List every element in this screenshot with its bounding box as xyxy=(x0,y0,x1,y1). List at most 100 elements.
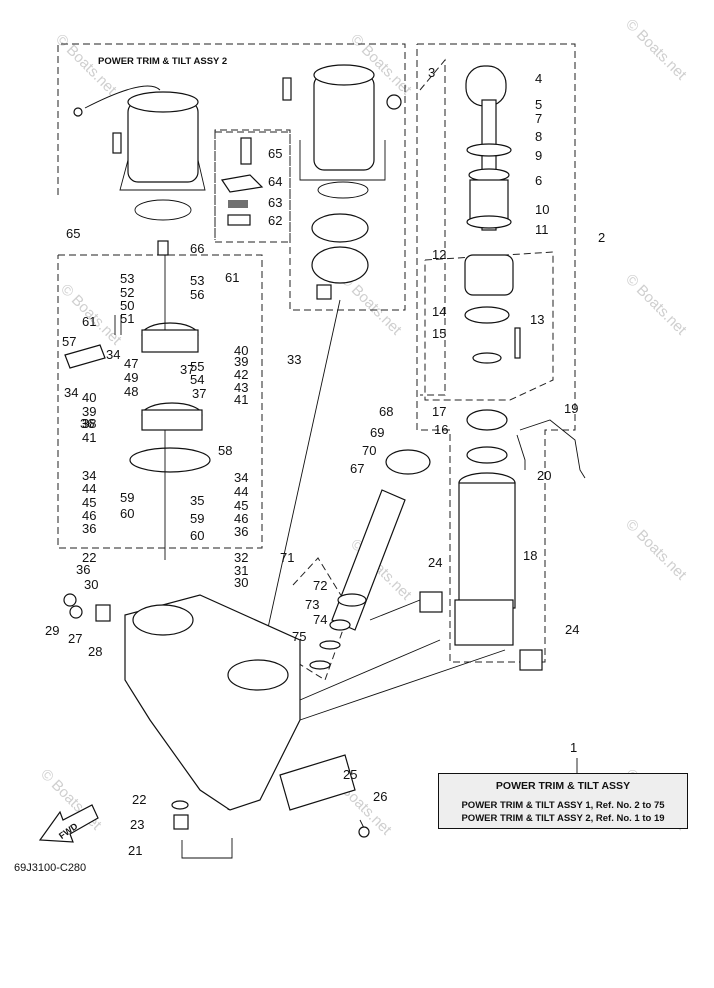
callout-39: 39 xyxy=(82,404,96,419)
callout-33: 33 xyxy=(287,352,301,367)
legend-title: POWER TRIM & TILT ASSY xyxy=(495,780,631,792)
callout-58: 58 xyxy=(218,443,232,458)
main-cylinder xyxy=(419,419,586,671)
catalog-code: 69J3100-C280 xyxy=(14,862,87,874)
callout-49: 49 xyxy=(124,370,138,385)
callout-56: 56 xyxy=(190,287,204,302)
motor-left xyxy=(73,85,206,221)
callout-75: 75 xyxy=(292,629,306,644)
callout-45: 45 xyxy=(234,498,248,513)
callout-1: 1 xyxy=(570,740,577,755)
callout-67: 67 xyxy=(350,461,364,476)
valve-12-outline xyxy=(424,251,554,401)
callout-41: 41 xyxy=(234,392,248,407)
watermark: © Boats.net xyxy=(622,271,690,339)
callout-61: 61 xyxy=(82,314,96,329)
callout-6: 6 xyxy=(535,173,542,188)
callout-59: 59 xyxy=(190,511,204,526)
callout-40: 40 xyxy=(234,343,248,358)
callout-3: 3 xyxy=(428,65,435,80)
legend-line: POWER TRIM & TILT ASSY 2, Ref. No. 1 to … xyxy=(461,813,665,824)
callout-47: 47 xyxy=(124,356,138,371)
callout-42: 42 xyxy=(234,367,248,382)
callout-44: 44 xyxy=(82,481,96,496)
callout-35: 35 xyxy=(190,493,204,508)
callout-34: 34 xyxy=(82,468,96,483)
cylinder-group-outline xyxy=(416,43,576,663)
callout-37: 37 xyxy=(180,362,194,377)
callout-57: 57 xyxy=(62,334,76,349)
callout-71: 71 xyxy=(280,550,294,565)
callout-60: 60 xyxy=(190,528,204,543)
callout-31: 31 xyxy=(234,563,248,578)
base-bracket xyxy=(63,593,506,859)
callout-9: 9 xyxy=(535,148,542,163)
group-outlines xyxy=(57,43,576,681)
callout-55: 55 xyxy=(190,359,204,374)
callout-17: 17 xyxy=(432,404,446,419)
callout-25: 25 xyxy=(343,767,357,782)
callout-51: 51 xyxy=(120,311,134,326)
callout-68: 68 xyxy=(379,404,393,419)
callout-40: 40 xyxy=(82,390,96,405)
callout-39: 39 xyxy=(234,354,248,369)
callout-74: 74 xyxy=(313,612,327,627)
callout-32: 32 xyxy=(234,550,248,565)
callout-36: 36 xyxy=(80,416,94,431)
callout-46: 46 xyxy=(234,511,248,526)
callout-66: 66 xyxy=(190,241,204,256)
callout-26: 26 xyxy=(373,789,387,804)
callout-19: 19 xyxy=(564,401,578,416)
callout-36: 36 xyxy=(76,562,90,577)
legend-line: POWER TRIM & TILT ASSY 1, Ref. No. 2 to … xyxy=(461,800,665,811)
fwd-arrow-icon xyxy=(38,804,99,843)
callout-34: 34 xyxy=(64,385,78,400)
watermark: © Boats.net xyxy=(622,516,690,584)
callout-4: 4 xyxy=(535,71,542,86)
callout-72: 72 xyxy=(313,578,327,593)
callout-15: 15 xyxy=(432,326,446,341)
callout-22: 22 xyxy=(82,550,96,565)
callout-46: 46 xyxy=(82,508,96,523)
valve-stack xyxy=(220,137,264,226)
callout-34: 34 xyxy=(234,470,248,485)
callout-45: 45 xyxy=(82,495,96,510)
callout-23: 23 xyxy=(130,817,144,832)
tilt-rod-outline xyxy=(292,557,351,681)
callout-61: 61 xyxy=(225,270,239,285)
callout-73: 73 xyxy=(305,597,319,612)
piston-group-outline xyxy=(419,58,446,396)
callout-16: 16 xyxy=(434,422,448,437)
callout-37: 37 xyxy=(192,386,206,401)
callout-27: 27 xyxy=(68,631,82,646)
callout-50: 50 xyxy=(120,298,134,313)
callout-53: 53 xyxy=(190,273,204,288)
callout-12: 12 xyxy=(432,247,446,262)
callout-65: 65 xyxy=(66,226,80,241)
callout-38: 38 xyxy=(82,416,96,431)
motor-right xyxy=(282,64,402,300)
callout-20: 20 xyxy=(537,468,551,483)
assy-2-title: POWER TRIM & TILT ASSY 2 xyxy=(98,56,227,67)
callout-7: 7 xyxy=(535,111,542,126)
callout-41: 41 xyxy=(82,430,96,445)
callout-53: 53 xyxy=(120,271,134,286)
callout-59: 59 xyxy=(120,490,134,505)
callout-24: 24 xyxy=(565,622,579,637)
callout-36: 36 xyxy=(234,524,248,539)
callout-48: 48 xyxy=(124,384,138,399)
callout-69: 69 xyxy=(370,425,384,440)
callout-60: 60 xyxy=(120,506,134,521)
tilt-cylinder xyxy=(227,299,431,811)
callout-44: 44 xyxy=(234,484,248,499)
pump-body xyxy=(64,240,211,560)
callout-30: 30 xyxy=(234,575,248,590)
callout-18: 18 xyxy=(523,548,537,563)
watermark: © Boats.net xyxy=(622,16,690,84)
callout-10: 10 xyxy=(535,202,549,217)
callout-64: 64 xyxy=(268,174,282,189)
callout-21: 21 xyxy=(128,843,142,858)
callout-63: 63 xyxy=(268,195,282,210)
legend-box: POWER TRIM & TILT ASSY POWER TRIM & TILT… xyxy=(438,773,688,829)
